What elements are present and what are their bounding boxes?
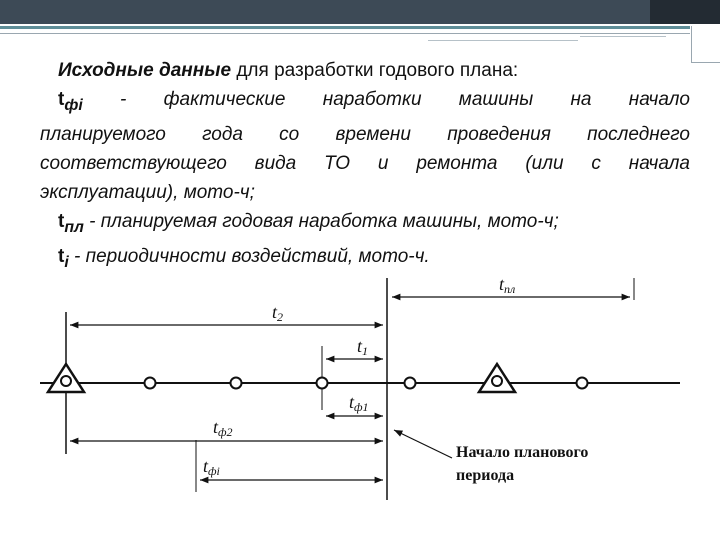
maintenance-point — [403, 376, 417, 390]
maintenance-point — [315, 376, 329, 390]
label-tpl: tпл — [499, 274, 515, 296]
maintenance-point — [575, 376, 589, 390]
header-band-dark — [650, 0, 720, 24]
header-rule — [0, 33, 690, 34]
ti-subscript: i — [64, 253, 69, 271]
corner-box — [691, 26, 720, 63]
tpl-text: - планируемая годовая наработка машины, … — [83, 210, 559, 232]
label-t1: t1 — [357, 336, 368, 358]
ti-symbol: t — [58, 245, 65, 267]
note-line-2: периода — [456, 467, 514, 484]
ti-text: - периодичности воздействий, мото-ч. — [68, 245, 430, 267]
header-rule-short-2 — [580, 36, 666, 37]
header-rule-short — [428, 40, 578, 41]
planning-diagram: tпл t2 t1 tф1 tф2 tфi Начало планового п… — [40, 274, 680, 500]
tpl-subscript: пл — [64, 218, 84, 236]
tf-line-2: планируемого года со времени проведения … — [40, 123, 690, 145]
intro-line: Исходные данные для разработки годового … — [40, 56, 690, 85]
label-tfi: tфi — [203, 456, 220, 478]
intro-heading: Исходные данные — [58, 60, 232, 81]
maintenance-point — [143, 376, 157, 390]
tf-symbol: t — [58, 89, 65, 110]
label-tf2: tф2 — [213, 417, 233, 439]
repair-marker-left — [45, 361, 87, 394]
tpl-line: tпл - планируемая годовая наработка маши… — [40, 207, 690, 242]
repair-marker-right — [476, 361, 518, 394]
tf-line-4: эксплуатации), мото-ч; — [40, 181, 255, 203]
source-data-text: Исходные данные для разработки годового … — [40, 56, 690, 276]
header-band — [0, 0, 720, 24]
tf-subscript: фi — [64, 96, 83, 114]
tf-text-1: - фактические наработки машины на начало — [82, 89, 690, 110]
label-tf1: tф1 — [349, 392, 369, 414]
ti-line: ti - периодичности воздействий, мото-ч. — [40, 242, 690, 277]
accent-line — [0, 26, 690, 29]
note-line-1: Начало планового — [456, 444, 588, 461]
tpl-symbol: t — [58, 210, 65, 232]
note-leader — [393, 429, 453, 459]
tf-line-3: соответствующего вида ТО и ремонта (или … — [40, 152, 690, 174]
maintenance-point — [229, 376, 243, 390]
label-t2: t2 — [272, 302, 283, 324]
tf-line-1: tфi - фактические наработки машины на на… — [40, 85, 690, 120]
intro-rest: для разработки годового плана: — [231, 60, 519, 81]
